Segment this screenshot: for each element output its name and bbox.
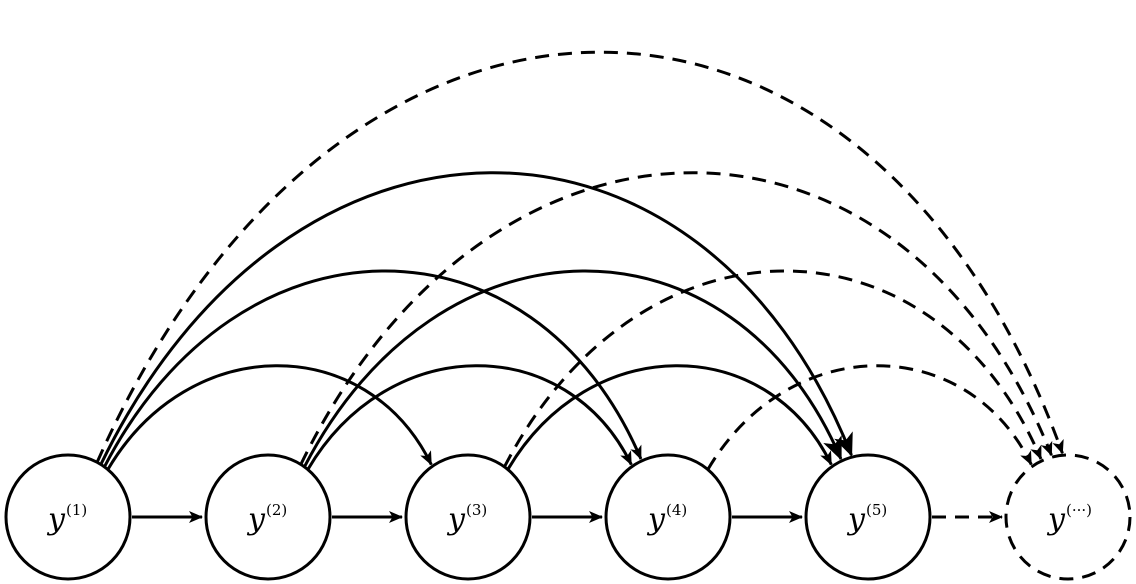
- edge-n3-to-n6: [503, 269, 1043, 468]
- node-n4: y(4): [604, 453, 732, 581]
- node-n2: y(2): [204, 453, 332, 581]
- edge-n1-to-n4: [103, 269, 643, 468]
- edges-layer: [95, 50, 1064, 523]
- node-n5: y(5): [804, 453, 932, 581]
- node-n6-label: y: [1046, 502, 1066, 537]
- node-n1-circle: [4, 453, 132, 581]
- edge-n1-to-n5: [99, 171, 853, 466]
- node-n4-circle: [604, 453, 732, 581]
- node-n4-superscript: (4): [666, 501, 687, 519]
- node-n6-circle: [1004, 453, 1132, 581]
- node-n2-circle: [204, 453, 332, 581]
- edge-n2-to-n6: [299, 171, 1053, 466]
- node-n1-superscript: (1): [66, 501, 87, 519]
- edge-n2-to-n4: [306, 364, 633, 471]
- node-n3-label: y: [446, 502, 466, 537]
- node-n5-superscript: (5): [866, 501, 887, 519]
- node-n4-label: y: [646, 502, 666, 537]
- node-n1: y(1): [4, 453, 132, 581]
- node-n3: y(3): [404, 453, 532, 581]
- edge-n1-to-n3: [106, 364, 433, 471]
- node-n3-superscript: (3): [466, 501, 487, 519]
- node-n5-label: y: [846, 502, 866, 537]
- node-n2-superscript: (2): [266, 501, 287, 519]
- node-n6: y(···): [1004, 453, 1132, 581]
- node-n2-label: y: [246, 502, 266, 537]
- node-n1-label: y: [46, 502, 66, 537]
- node-n5-circle: [804, 453, 932, 581]
- edge-n1-to-n6: [95, 50, 1064, 463]
- node-n3-circle: [404, 453, 532, 581]
- edge-n3-to-n5: [506, 364, 833, 471]
- node-n6-superscript: (···): [1066, 501, 1092, 519]
- nodes-layer: y(1)y(2)y(3)y(4)y(5)y(···): [4, 453, 1132, 581]
- edge-n2-to-n5: [303, 269, 843, 468]
